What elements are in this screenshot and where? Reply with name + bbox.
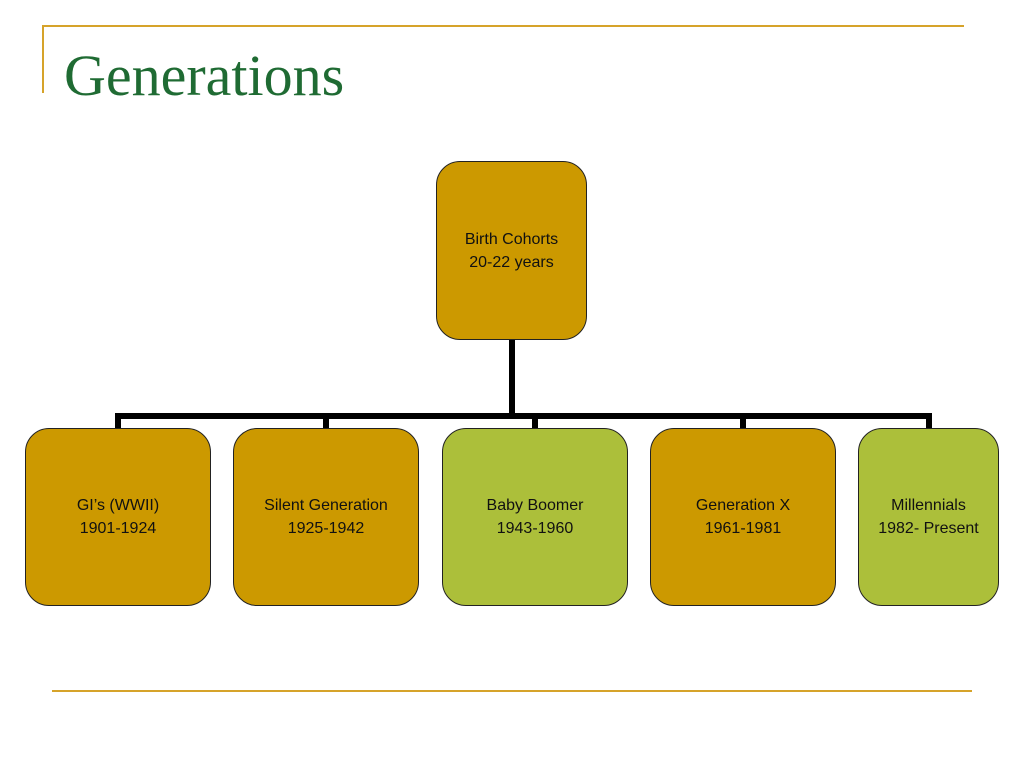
root-node-title: Birth Cohorts [464, 230, 559, 248]
child-node-years: 1943-1960 [496, 520, 574, 537]
child-node-name: Silent Generation [264, 497, 388, 514]
child-node-name: Baby Boomer [486, 497, 584, 514]
child-node-name: Generation X [695, 497, 791, 514]
frame-left-rule [42, 25, 44, 93]
child-node-gis[interactable]: GI’s (WWII) 1901-1924 [25, 428, 211, 606]
root-node-subtitle: 20-22 years [469, 253, 554, 271]
root-node-birth-cohorts[interactable]: Birth Cohorts 20-22 years [436, 161, 587, 340]
slide-title: Generations [64, 43, 345, 108]
frame-top-rule [42, 25, 964, 27]
child-node-years: 1982- Present [878, 520, 979, 537]
frame-bottom-rule [52, 690, 972, 692]
child-node-millennials[interactable]: Millennials 1982- Present [858, 428, 999, 606]
child-node-name: Millennials [891, 497, 966, 514]
child-node-generation-x[interactable]: Generation X 1961-1981 [650, 428, 836, 606]
child-node-years: 1901-1924 [79, 520, 157, 537]
child-node-years: 1961-1981 [704, 520, 782, 537]
child-node-name: GI’s (WWII) [76, 497, 160, 514]
child-node-silent-generation[interactable]: Silent Generation 1925-1942 [233, 428, 419, 606]
child-node-baby-boomer[interactable]: Baby Boomer 1943-1960 [442, 428, 628, 606]
child-node-years: 1925-1942 [287, 520, 365, 537]
